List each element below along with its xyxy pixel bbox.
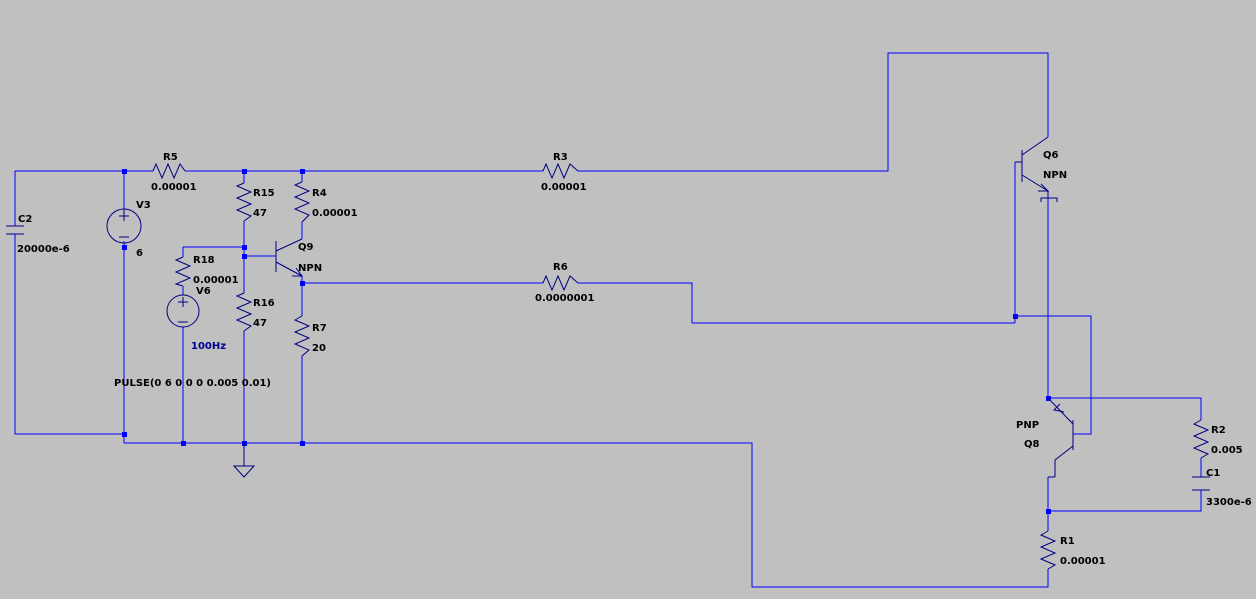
junction-dot <box>300 169 305 174</box>
component-value: 3300e-6 <box>1206 497 1252 508</box>
component-label: Q6 <box>1043 150 1059 161</box>
junctions <box>122 169 1051 514</box>
resistor-symbol <box>1039 530 1057 570</box>
resistor-r15[interactable]: R15 47 <box>235 182 275 222</box>
source-frequency: 100Hz <box>191 341 226 352</box>
component-label: C2 <box>18 214 32 225</box>
junction-dot <box>242 245 247 250</box>
resistor-r3[interactable]: R3 0.00001 <box>541 152 587 193</box>
resistor-r16[interactable]: R16 47 <box>235 292 275 332</box>
component-label: R4 <box>312 188 327 199</box>
component-label: V6 <box>196 286 211 297</box>
emitter-arrow <box>292 267 303 277</box>
substrate-mark <box>1040 197 1058 202</box>
resistor-symbol <box>174 256 192 287</box>
polarity-marks <box>178 297 188 323</box>
capacitor-symbol <box>6 225 24 235</box>
component-value: NPN <box>298 263 322 274</box>
transistor-q8[interactable]: PNP Q8 <box>1016 397 1074 478</box>
component-label: R18 <box>193 255 215 266</box>
capacitor-symbol <box>1192 476 1210 491</box>
junction-dot <box>242 169 247 174</box>
component-label: R3 <box>553 152 568 163</box>
resistor-symbol <box>1192 419 1210 459</box>
junction-dot <box>122 432 127 437</box>
resistor-r6[interactable]: R6 0.0000001 <box>535 262 595 304</box>
junction-dot <box>1046 509 1051 514</box>
capacitor-c2[interactable]: C2 20000e-6 <box>6 214 70 255</box>
emitter-arrow <box>1052 403 1065 413</box>
component-label: Q9 <box>298 242 314 253</box>
resistor-symbol <box>152 162 186 180</box>
resistor-r7[interactable]: R7 20 <box>293 315 327 357</box>
resistor-r1[interactable]: R1 0.00001 <box>1039 530 1106 570</box>
capacitor-c1[interactable]: C1 3300e-6 <box>1192 468 1252 508</box>
component-value: NPN <box>1043 170 1067 181</box>
component-value: 0.00001 <box>151 182 197 193</box>
junction-dot <box>181 441 186 446</box>
component-value: 0.0000001 <box>535 293 595 304</box>
resistor-symbol <box>542 274 579 292</box>
resistor-symbol <box>293 315 311 357</box>
component-label: R2 <box>1211 425 1226 436</box>
resistor-symbol <box>235 292 253 332</box>
pnp-symbol <box>1047 397 1074 478</box>
resistor-r5[interactable]: R5 0.00001 <box>151 152 197 193</box>
component-value: 47 <box>253 208 267 219</box>
resistor-symbol <box>293 181 311 223</box>
polarity-marks <box>119 211 129 238</box>
resistor-r18[interactable]: R18 0.00001 <box>174 255 239 287</box>
junction-dot <box>300 281 305 286</box>
voltage-source-symbol <box>106 208 142 244</box>
component-value: 47 <box>253 318 267 329</box>
component-value: 20 <box>312 343 326 354</box>
transistor-q6[interactable]: Q6 NPN <box>1015 136 1067 202</box>
voltage-source-v6[interactable]: V6 100Hz PULSE(0 6 0 0 0 0.005 0.01) <box>114 286 271 389</box>
component-label: R6 <box>553 262 568 273</box>
resistor-symbol <box>235 182 253 222</box>
component-value: 20000e-6 <box>17 244 70 255</box>
component-value: 0.00001 <box>193 275 239 286</box>
component-value: 0.00001 <box>312 208 358 219</box>
component-value: 0.00001 <box>541 182 587 193</box>
component-label: R15 <box>253 188 275 199</box>
component-label: C1 <box>1206 468 1220 479</box>
ground-symbol[interactable] <box>232 443 256 478</box>
junction-dot <box>300 441 305 446</box>
emitter-arrow <box>1038 183 1050 192</box>
voltage-source-symbol <box>166 294 200 328</box>
ground-icon <box>232 443 256 478</box>
component-value: 0.00001 <box>1060 556 1106 567</box>
npn-symbol <box>1015 136 1049 197</box>
source-spec: PULSE(0 6 0 0 0 0.005 0.01) <box>114 378 271 389</box>
component-value: 0.005 <box>1211 445 1243 456</box>
component-value: 6 <box>136 248 143 259</box>
junction-dot <box>1013 314 1018 319</box>
component-label: Q8 <box>1024 439 1040 450</box>
junction-dot <box>242 254 247 259</box>
junction-dot <box>122 245 127 250</box>
resistor-r4[interactable]: R4 0.00001 <box>293 181 358 223</box>
wires[interactable] <box>14 52 1202 588</box>
resistor-symbol <box>542 162 579 180</box>
transistor-q9[interactable]: Q9 NPN <box>275 238 322 277</box>
component-value: PNP <box>1016 420 1039 431</box>
component-label: R7 <box>312 323 327 334</box>
npn-symbol <box>275 238 303 277</box>
component-label: R5 <box>163 152 178 163</box>
voltage-source-v3[interactable]: V3 6 <box>106 200 151 259</box>
resistor-r2[interactable]: R2 0.005 <box>1192 419 1243 459</box>
component-label: V3 <box>136 200 151 211</box>
component-label: R1 <box>1060 536 1075 547</box>
component-label: R16 <box>253 298 275 309</box>
junction-dot <box>122 169 127 174</box>
